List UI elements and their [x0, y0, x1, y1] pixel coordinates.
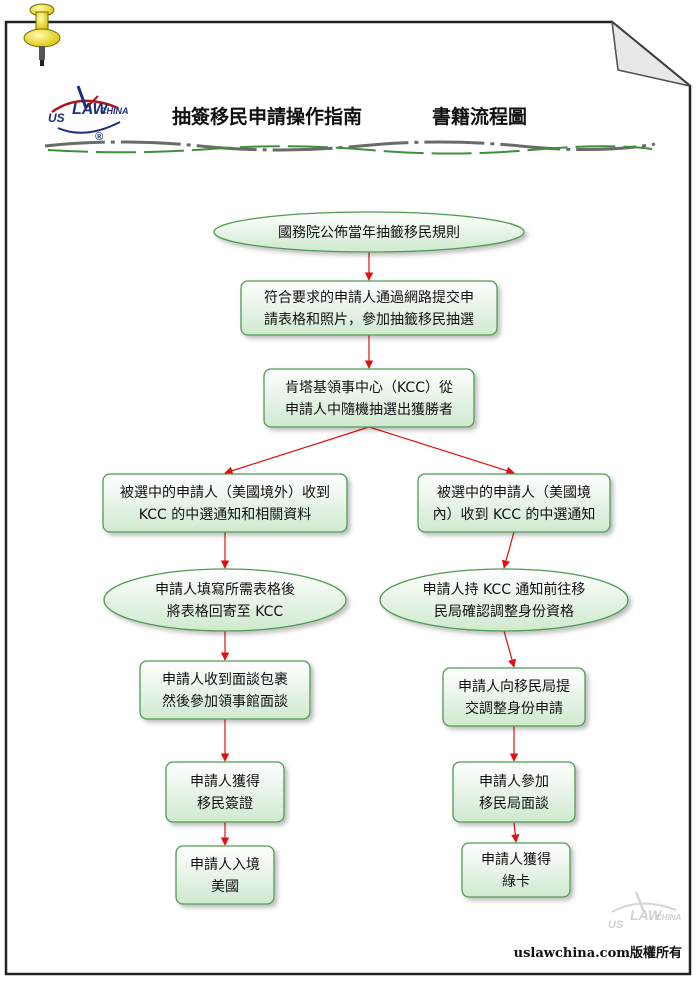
- flow-node-label: 被選中的申請人（美國境外）收到: [120, 485, 330, 501]
- flow-node-label: 民局確認調整身份資格: [434, 604, 574, 620]
- watermark-us-text: US: [608, 919, 624, 931]
- flow-node-shape: [240, 280, 498, 336]
- flow-node-label: 符合要求的申請人通過網路提交申: [264, 289, 474, 306]
- arrow-r2-to-r3: [503, 630, 517, 668]
- page-title: 抽簽移民申請操作指南: [172, 105, 362, 128]
- flow-node-label: 被選中的申請人（美國境: [437, 485, 591, 501]
- flowchart-edges: [220, 252, 520, 846]
- flow-node-label: 申請人入境: [190, 857, 260, 873]
- flow-node-label: 將表格回寄至 KCC: [167, 603, 284, 620]
- flow-node-label: 交調整身份申請: [465, 700, 563, 717]
- flow-node-n1: 國務院公佈當年抽籤移民規則: [213, 211, 525, 253]
- flow-node-label: 美國: [211, 879, 239, 895]
- flow-node-shape: [165, 761, 285, 823]
- flow-node-label: 移民簽證: [197, 795, 253, 812]
- paper-sheet: [4, 20, 692, 976]
- logo-us-text: US: [48, 111, 65, 125]
- flow-node-label: 綠卡: [502, 874, 530, 890]
- flow-node-shape: [379, 568, 629, 632]
- flow-node-shape: [213, 211, 525, 253]
- flow-node-shape: [103, 568, 347, 632]
- logo-registered-text: ®: [95, 131, 104, 143]
- flow-node-label: 請表格和照片，參加抽籤移民抽選: [264, 312, 474, 328]
- arrow-n3-to-l1: [224, 426, 370, 475]
- flow-node-label: 申請人獲得: [190, 773, 260, 790]
- flow-node-label: 然後參加領事館面談: [162, 693, 288, 710]
- flow-node-shape: [263, 368, 475, 428]
- flow-node-label: 申請人填寫所需表格後: [155, 581, 295, 598]
- flowchart-nodes: 國務院公佈當年抽籤移民規則符合要求的申請人通過網路提交申請表格和照片，參加抽籤移…: [102, 211, 629, 905]
- flow-node-shape: [442, 667, 586, 727]
- copyright-footer: uslawchina.com版權所有: [514, 945, 682, 961]
- watermark-china-text: CHINA: [656, 913, 682, 922]
- flow-node-label: KCC 的中選通知和相關資料: [139, 506, 311, 523]
- flow-node-shape: [452, 761, 576, 823]
- arrow-r4-to-r5: [511, 821, 520, 843]
- flow-node-shape: [102, 473, 348, 533]
- arrow-r1-to-r2: [501, 531, 515, 569]
- flow-node-shape: [461, 842, 571, 898]
- flow-node-label: 申請人向移民局提: [458, 679, 570, 695]
- flow-node-label: 移民局面談: [479, 796, 549, 812]
- pushpin-icon: [23, 3, 61, 66]
- flow-node-shape: [175, 845, 275, 905]
- watermark-logo: US LAW CHINA: [608, 891, 682, 931]
- flow-node-shape: [139, 660, 311, 720]
- logo-law-text: LAW: [72, 101, 109, 118]
- flow-node-label: 肯塔基領事中心（KCC）從: [285, 379, 453, 396]
- flow-node-l1: 被選中的申請人（美國境外）收到 KCC 的中選通知和相關資料: [102, 473, 348, 533]
- flow-node-label: 申請人收到面談包裹: [162, 672, 288, 688]
- flow-node-shape: [417, 473, 611, 533]
- watermark-law-text: LAW: [630, 907, 663, 923]
- flow-node-label: 申請人持 KCC 通知前往移: [423, 581, 586, 598]
- flow-node-label: 內）收到 KCC 的中選通知: [433, 506, 596, 523]
- flow-node-label: 申請人中隨機抽選出獲勝者: [285, 402, 453, 418]
- arrow-n3-to-r1: [368, 426, 515, 475]
- page-subtitle: 書籍流程圖: [432, 105, 527, 128]
- flow-node-label: 國務院公佈當年抽籤移民規則: [278, 224, 460, 241]
- flow-node-label: 申請人參加: [479, 774, 549, 790]
- uslawchina-logo: US LAW CHINA ®: [48, 85, 129, 143]
- header-divider: [44, 140, 656, 155]
- flow-node-label: 申請人獲得: [481, 851, 551, 868]
- logo-china-text: CHINA: [100, 106, 129, 116]
